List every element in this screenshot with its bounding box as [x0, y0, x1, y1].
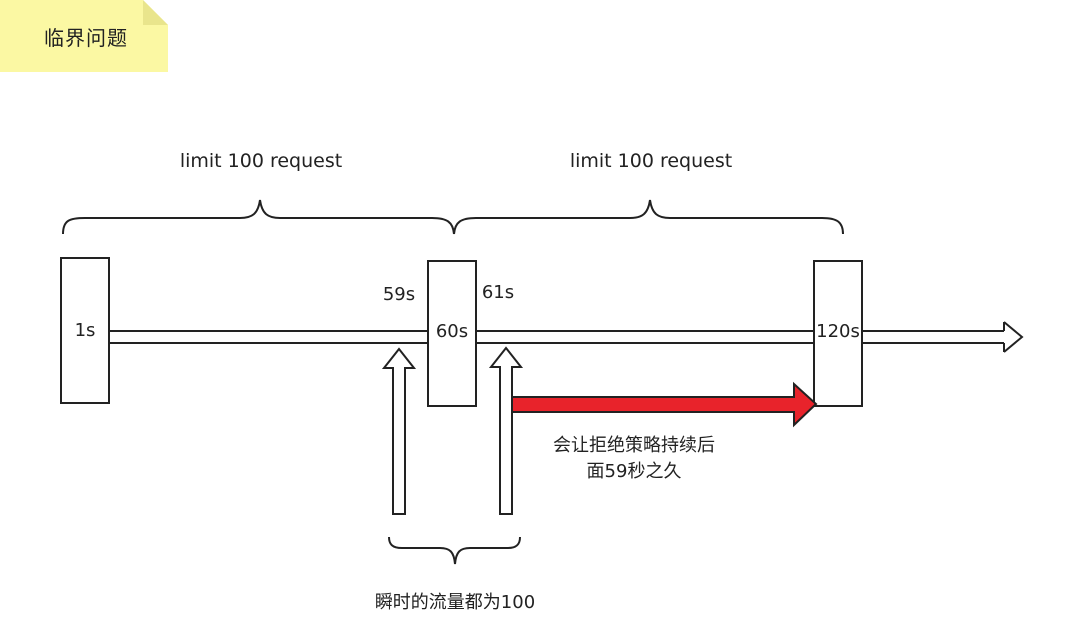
- window-label-second: limit 100 request: [570, 150, 732, 172]
- rejection-text-line2: 面59秒之久: [587, 461, 682, 482]
- box-mid: [427, 260, 477, 407]
- brace-burst: [388, 536, 521, 565]
- label-after-mid: 61s: [482, 282, 514, 303]
- label-start: 1s: [75, 320, 96, 341]
- brace-first-window: [62, 199, 455, 235]
- sticky-note-shape: [0, 0, 168, 72]
- window-label-first: limit 100 request: [180, 150, 342, 172]
- label-end: 120s: [816, 321, 860, 342]
- burst-label: 瞬时的流量都为100: [375, 592, 535, 613]
- burst-arrow-right: [488, 346, 524, 515]
- brace-second-window: [453, 199, 844, 235]
- rejection-arrow: [511, 381, 818, 428]
- rejection-text-line1: 会让拒绝策略持续后: [553, 435, 715, 456]
- burst-arrow-left: [381, 347, 417, 515]
- box-start: [60, 257, 110, 404]
- label-mid: 60s: [436, 321, 468, 342]
- note-title: 临界问题: [44, 26, 128, 50]
- sticky-note: 临界问题: [0, 0, 168, 72]
- box-end: [813, 260, 863, 407]
- label-before-mid: 59s: [383, 284, 415, 305]
- timeline-arrow: [109, 321, 1024, 353]
